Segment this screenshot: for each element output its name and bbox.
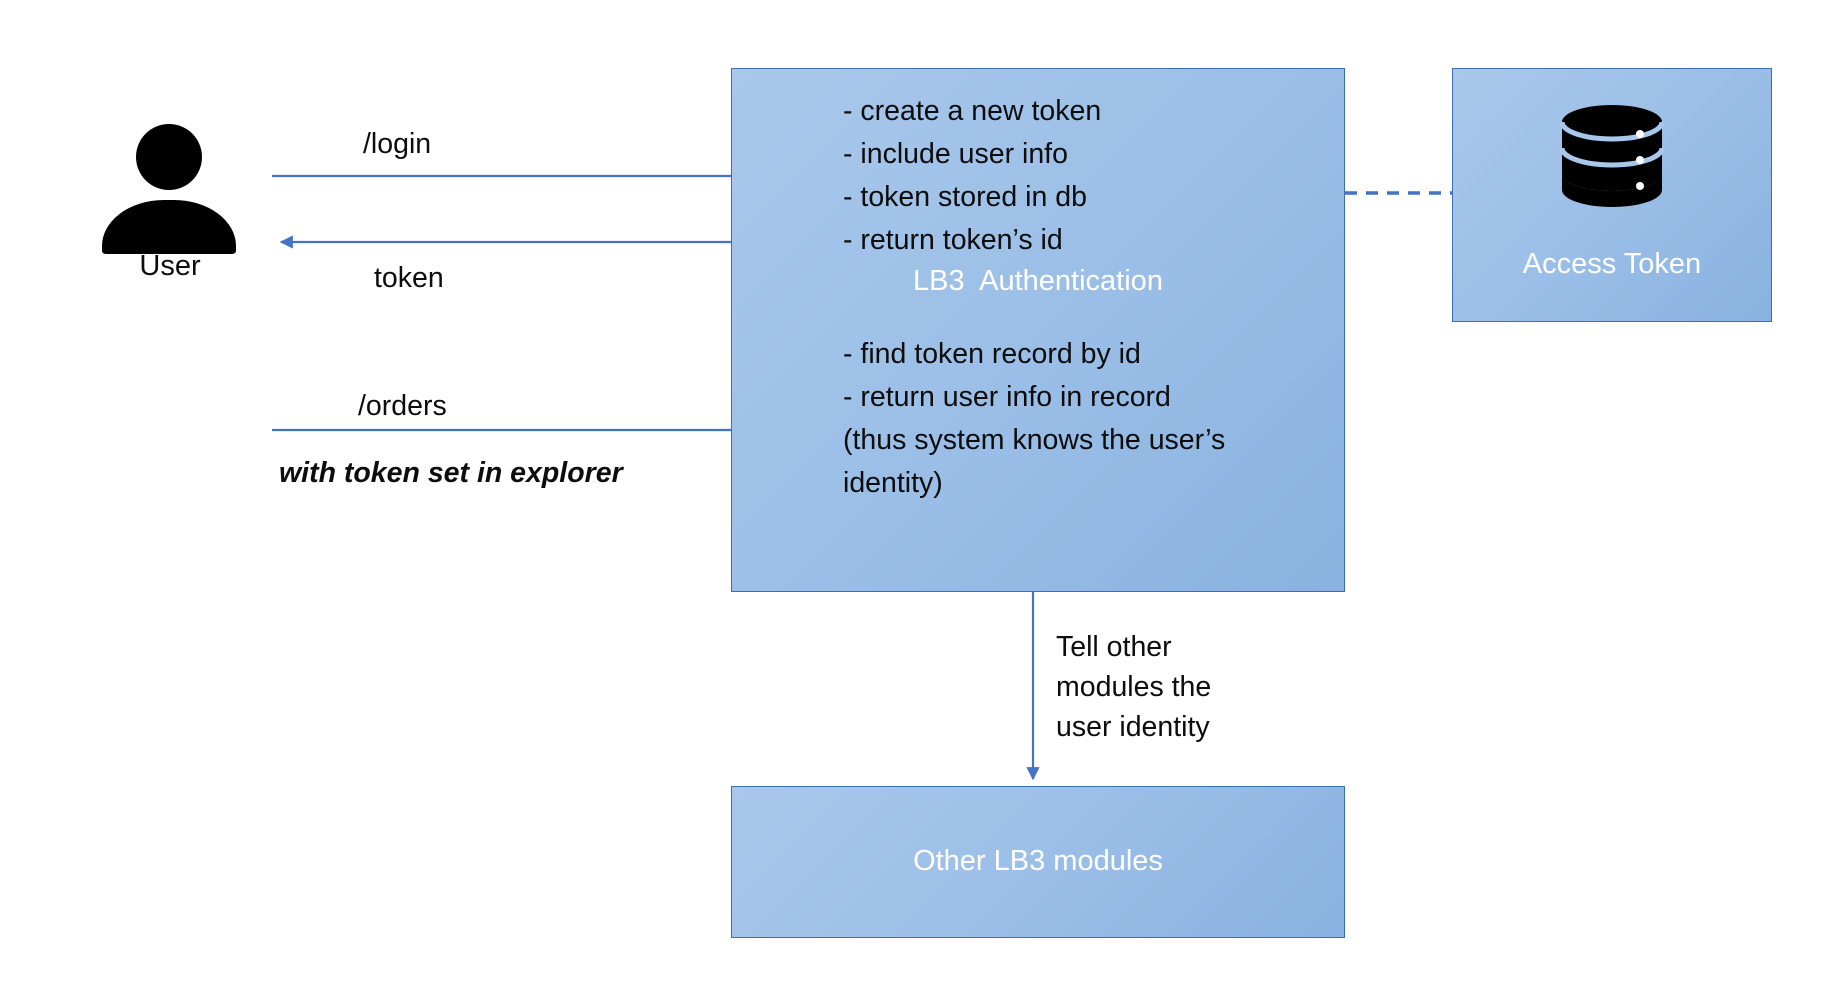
edge-label-login: /login — [363, 128, 432, 160]
lb3-authentication-title: LB3 Authentication — [913, 265, 1163, 297]
lb3-authentication-box[interactable] — [731, 68, 1345, 592]
edge-label-orders: /orders — [358, 390, 447, 422]
user-label: User — [139, 250, 201, 282]
edge-label-with-token-set-in-explorer: with token set in explorer — [279, 457, 623, 489]
user-icon — [100, 124, 240, 254]
user-icon-head — [136, 124, 202, 190]
access-token-label: Access Token — [1522, 248, 1702, 280]
other-lb3-modules-label: Other LB3 modules — [913, 845, 1163, 877]
user-icon-body — [102, 200, 236, 254]
other-lb3-modules-box[interactable] — [731, 786, 1345, 938]
edge-label-tell-other-modules: Tell other modules the user identity — [1056, 631, 1212, 743]
auth-orders-bullets: - find token record by id - return user … — [843, 338, 1226, 499]
edge-label-token: token — [374, 262, 444, 294]
auth-login-bullets: - create a new token - include user info… — [843, 95, 1102, 256]
database-icon — [1560, 105, 1664, 207]
